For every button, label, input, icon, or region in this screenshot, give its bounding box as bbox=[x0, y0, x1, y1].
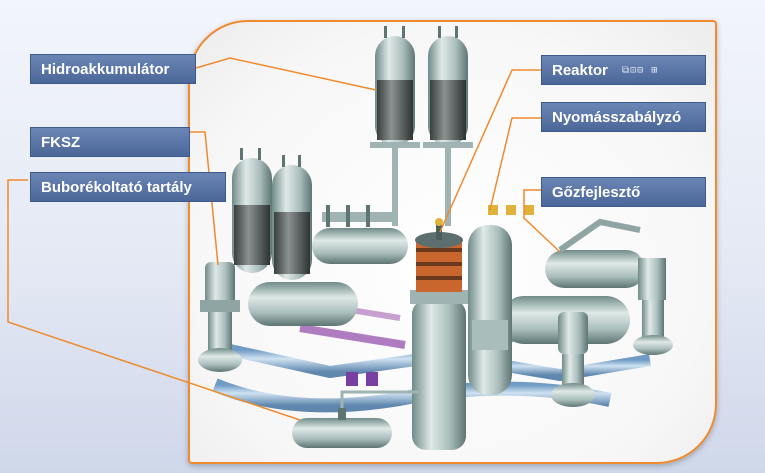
safety-valves bbox=[346, 205, 534, 386]
main-circulation-pump-right-back bbox=[633, 258, 673, 355]
bubbler-tank bbox=[292, 390, 420, 448]
hydroaccumulator-tank-3 bbox=[232, 148, 272, 273]
label-hidroakkumulator: Hidroakkumulátor bbox=[30, 54, 196, 84]
reactor-vessel bbox=[410, 218, 468, 450]
hydroaccumulator-tank-2 bbox=[423, 26, 473, 226]
leader-lines bbox=[7, 57, 561, 421]
leader-gozfejleszto bbox=[523, 189, 561, 253]
leader-reaktor bbox=[439, 69, 542, 233]
leader-fksz bbox=[190, 131, 219, 266]
hydroaccumulator-tank-4 bbox=[272, 155, 312, 280]
steam-generator-right-back bbox=[545, 218, 645, 288]
steam-generator-left-back bbox=[312, 205, 408, 264]
main-circulation-pump-left bbox=[198, 262, 242, 372]
label-fksz: FKSZ bbox=[30, 127, 190, 157]
window-control-icon: ⧉⊡⊟ ⊞ bbox=[622, 65, 659, 76]
steam-generator-left-front bbox=[248, 282, 358, 326]
hydroaccumulator-tank-1 bbox=[370, 26, 420, 226]
leader-buborekoltato bbox=[7, 179, 301, 421]
leader-hidroakkumulator bbox=[195, 57, 377, 91]
label-reaktor: Reaktor bbox=[541, 55, 706, 85]
pressurizer bbox=[468, 225, 512, 395]
label-nyomasszabalyzo: Nyomásszabályzó bbox=[541, 102, 706, 132]
label-buborekoltato: Buborékoltató tartály bbox=[30, 172, 226, 202]
leader-nyomasszabalyzo bbox=[489, 117, 542, 211]
label-gozfejleszto: Gőzfejlesztő bbox=[541, 177, 706, 207]
label-reaktor-text: Reaktor bbox=[552, 62, 608, 79]
main-circulation-pump-right-front bbox=[551, 312, 595, 407]
